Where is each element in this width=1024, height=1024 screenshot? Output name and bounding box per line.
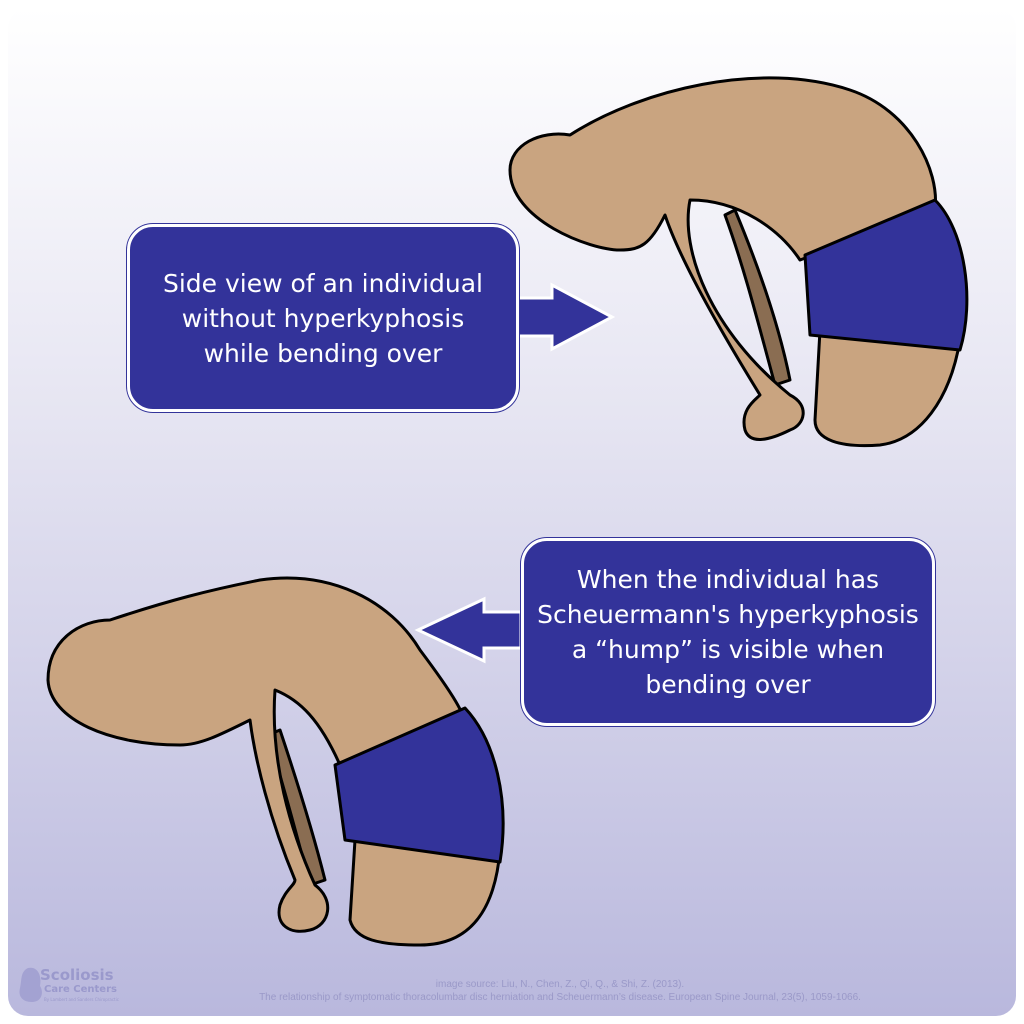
citation-line-2: The relationship of symptomatic thoracol… bbox=[259, 992, 861, 1003]
leg-top bbox=[813, 328, 962, 448]
logo-mark-icon bbox=[19, 967, 42, 1002]
figure-normal-back bbox=[508, 76, 969, 448]
callout-line: a “hump” is visible when bbox=[571, 635, 885, 664]
logo-text: Scoliosis bbox=[40, 966, 114, 984]
citation-line-1: image source: Liu, N., Chen, Z., Qi, Q.,… bbox=[435, 979, 685, 990]
logo-subtext: Care Centers bbox=[44, 984, 117, 995]
arrow-left-icon bbox=[414, 596, 523, 664]
shorts-bottom bbox=[333, 706, 505, 864]
figure-hyperkyphosis bbox=[46, 576, 505, 947]
callout-line: Side view of an individual bbox=[162, 268, 483, 298]
arrow-right-icon bbox=[511, 282, 616, 352]
callout-normal: Side view of an individual without hyper… bbox=[127, 224, 519, 412]
callout-line: Scheuermann's hyperkyphosis bbox=[537, 600, 919, 629]
callout-line: without hyperkyphosis bbox=[181, 303, 465, 333]
shorts-top bbox=[803, 198, 969, 352]
logo-tagline: By Lambert and Sanders Chiropractic bbox=[44, 997, 119, 1002]
callout-line: When the individual has bbox=[576, 565, 880, 594]
leg-bottom bbox=[348, 838, 502, 947]
callout-line: while bending over bbox=[203, 338, 443, 368]
callout-line: bending over bbox=[645, 670, 811, 699]
callout-hyperkyphosis: When the individual has Scheuermann's hy… bbox=[521, 538, 935, 726]
torso-top bbox=[508, 76, 938, 441]
torso-bottom bbox=[46, 576, 468, 933]
